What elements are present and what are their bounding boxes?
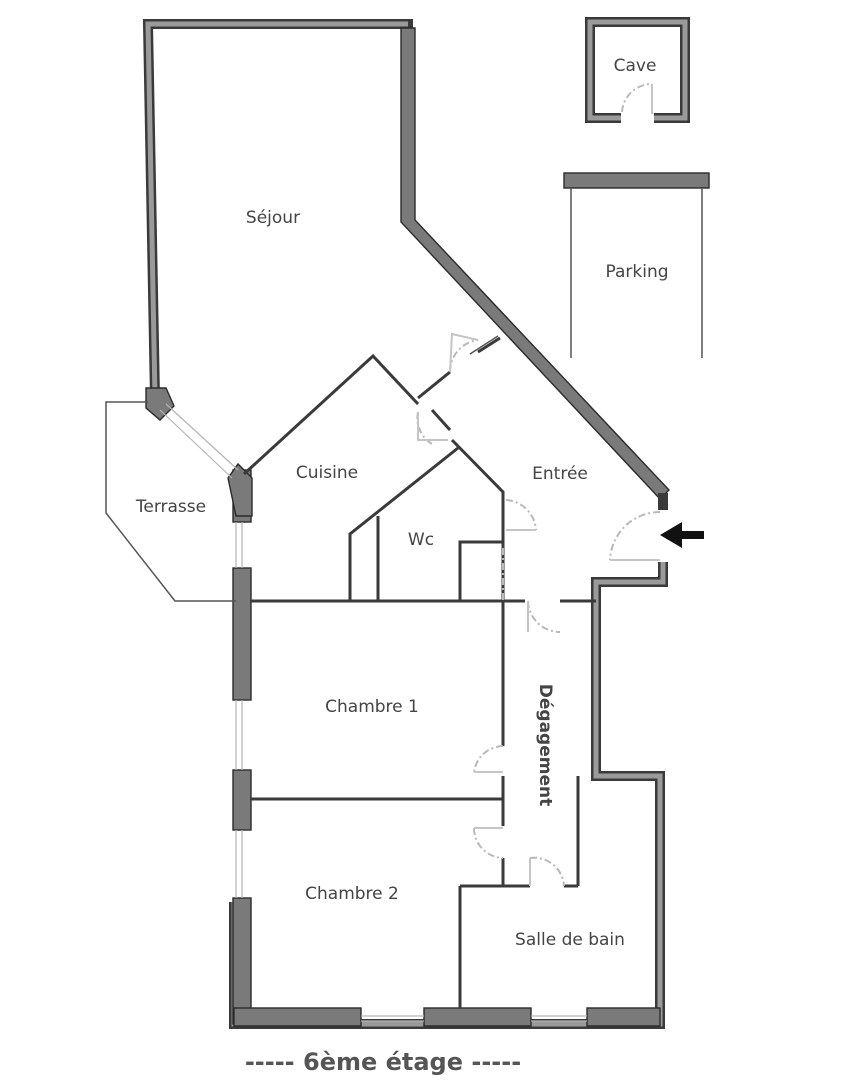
east-exterior-wall-lower [229, 562, 668, 1029]
windows [159, 403, 587, 1022]
door-entrance-arc [609, 510, 661, 561]
parking-block [563, 172, 710, 358]
wc-partition [348, 446, 459, 600]
sejour-corner-block [145, 387, 175, 421]
west-window-ch2 [235, 830, 243, 898]
south-wall-b [423, 1007, 532, 1027]
label-parking: Parking [605, 262, 668, 282]
sejour-entree-wall-b2 [469, 335, 499, 355]
sejour-exterior-wall-inner [145, 21, 408, 399]
label-cuisine: Cuisine [296, 463, 358, 483]
sejour-entree-wall-b [477, 336, 501, 354]
door-degagement-arc [527, 600, 561, 633]
label-terrasse: Terrasse [135, 497, 206, 517]
doors [416, 332, 661, 887]
label-wc: Wc [408, 530, 434, 550]
label-salle-de-bain: Salle de bain [515, 930, 625, 950]
door-sejour-arc [448, 339, 479, 373]
label-sejour: Séjour [246, 208, 300, 228]
label-cave: Cave [614, 56, 657, 76]
south-window-b [531, 1015, 587, 1022]
door-sdb-arc [529, 856, 565, 887]
door-wc-arc [505, 499, 537, 531]
room-labels: Séjour Cuisine Terrasse Entrée Wc Chambr… [135, 56, 669, 950]
door-chambre1-arc [473, 745, 504, 773]
south-window-a [361, 1015, 424, 1022]
west-wall-ch2 [232, 897, 252, 1025]
south-wall-a [233, 1007, 362, 1027]
west-wall-ch1 [232, 567, 252, 701]
west-wall-mid [232, 769, 252, 831]
cave-walls-inner [587, 19, 688, 121]
label-degagement: Dégagement [535, 684, 555, 806]
cuisine-entree-wall [430, 408, 452, 432]
west-window-ch1 [235, 700, 243, 770]
label-chambre1: Chambre 1 [325, 697, 419, 717]
label-chambre2: Chambre 2 [305, 884, 399, 904]
west-window-upper [235, 522, 243, 568]
parking-top-wall [563, 172, 710, 189]
sejour-diagonal-wall [400, 27, 670, 501]
terrasse-outline [105, 401, 236, 602]
cave-block [585, 17, 690, 123]
wc-east-wall [458, 540, 503, 600]
south-wall-c [586, 1007, 661, 1027]
sejour-entree-wall-a [417, 370, 451, 400]
door-cuisine-leaf [417, 412, 448, 441]
arrow-left-icon [660, 522, 704, 548]
cuisine-partition [242, 353, 420, 476]
label-entree: Entrée [532, 464, 588, 484]
exterior-walls [142, 19, 670, 1029]
door-sejour-leaf [449, 332, 479, 373]
sejour-window [159, 403, 239, 479]
cave-door-arc [621, 82, 653, 113]
kitchen-corner-block [227, 462, 253, 517]
interior-partitions [242, 335, 596, 1008]
floor-label: ----- 6ème étage ----- [245, 1048, 521, 1076]
door-chambre2-arc [473, 827, 504, 859]
